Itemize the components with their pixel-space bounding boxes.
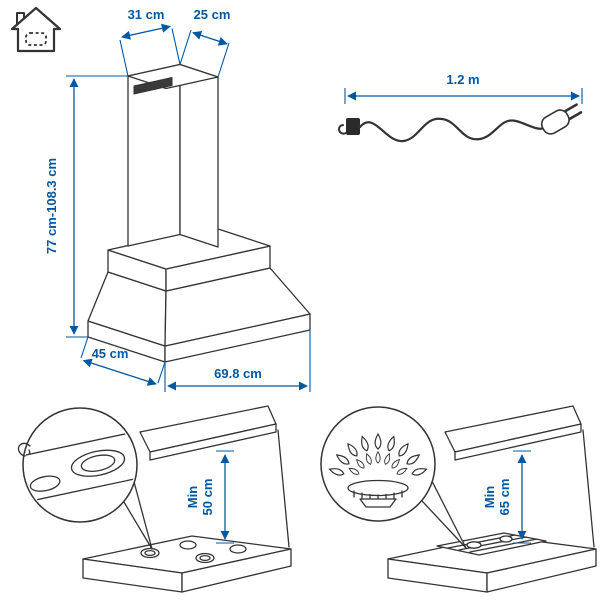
- gas-cooktop-counter: [387, 532, 597, 593]
- duct-depth-label: 25 cm: [194, 7, 231, 22]
- duct-width-label: 31 cm: [128, 7, 165, 22]
- electric-burners: [140, 540, 247, 564]
- home-icon: [10, 6, 62, 53]
- dashed-frame: [25, 32, 47, 46]
- magnifier-electric: [17, 407, 153, 550]
- gas-min-label: Min: [482, 486, 497, 508]
- hood-canopy: [87, 267, 311, 347]
- duct-vent-slot: [133, 76, 173, 95]
- hood-mini-gas: [444, 405, 595, 548]
- power-plug: [540, 103, 583, 135]
- electric-clearance-diagram: Min 50 cm: [17, 405, 292, 593]
- hood-cap: [107, 226, 271, 292]
- cord-cable: [358, 117, 547, 143]
- plug-prong: [563, 103, 578, 113]
- hood-diagram: 31 cm 25 cm 77 cm-108.3 cm 45 cm: [44, 7, 311, 392]
- appliance-connector: [346, 118, 360, 135]
- gas-clearance-value: 65 cm: [497, 479, 512, 516]
- power-cord: [338, 103, 583, 143]
- cord-length-label: 1.2 m: [446, 72, 479, 87]
- dim-base-width: 69.8 cm: [164, 330, 311, 392]
- clearance-arrow-electric: Min 50 cm: [185, 450, 234, 544]
- magnifier-gas: [320, 406, 467, 549]
- electric-cooktop-counter: [82, 535, 292, 593]
- connector-hook: [338, 124, 347, 135]
- electric-min-label: Min: [185, 486, 200, 508]
- chimney-detail: [16, 12, 25, 26]
- gas-flame-detail: [328, 433, 428, 508]
- gas-burner: [466, 541, 482, 549]
- wall-line: [277, 429, 290, 548]
- plug-prong: [568, 111, 583, 121]
- gas-burner: [499, 535, 513, 543]
- wall-line: [582, 429, 595, 548]
- dim-duct-width: 31 cm: [119, 7, 181, 77]
- clearance-arrow-gas: Min 65 cm: [482, 450, 531, 544]
- height-range-label: 77 cm-108.3 cm: [44, 158, 59, 254]
- power-cord-diagram: 1.2 m: [338, 72, 583, 143]
- electric-burner-detail: [25, 429, 135, 502]
- hood-mini-electric: [139, 405, 290, 548]
- gas-burner-base: [347, 479, 409, 508]
- hood-duct: [127, 63, 219, 248]
- dim-height-range: 77 cm-108.3 cm: [44, 75, 128, 338]
- gas-clearance-diagram: Min 65 cm: [320, 405, 597, 593]
- dim-duct-depth: 25 cm: [179, 7, 231, 78]
- base-depth-label: 45 cm: [92, 346, 129, 361]
- electric-clearance-value: 50 cm: [200, 479, 215, 516]
- dim-cord-length: 1.2 m: [344, 72, 583, 104]
- dim-base-depth: 45 cm: [80, 336, 166, 386]
- magnifier-circle: [320, 406, 436, 522]
- base-width-label: 69.8 cm: [214, 366, 262, 381]
